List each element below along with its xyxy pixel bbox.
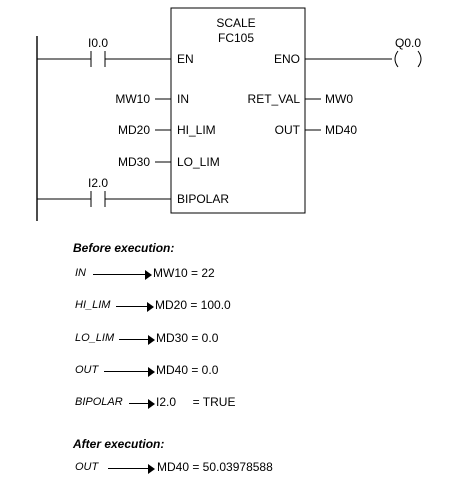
- operand-lo-lim: MD30: [118, 155, 150, 169]
- block-number: FC105: [218, 31, 254, 45]
- before-param-bipolar: BIPOLAR: [75, 396, 123, 408]
- pin-lo-lim: LO_LIM: [177, 155, 220, 169]
- coil-label: Q0.0: [395, 36, 421, 50]
- before-param-out: OUT: [75, 364, 99, 376]
- before-heading: Before execution:: [73, 241, 175, 255]
- arrow-icon: [104, 367, 155, 377]
- coil-right: [417, 50, 422, 68]
- after-param-out: OUT: [75, 461, 99, 473]
- arrow-icon: [93, 270, 152, 280]
- before-param-lo-lim: LO_LIM: [75, 332, 115, 344]
- after-value-out: MD40 = 50.03978588: [157, 460, 273, 474]
- operand-ret-val: MW0: [325, 92, 353, 106]
- arrow-icon: [108, 464, 155, 474]
- contact-bottom-label: I2.0: [88, 176, 108, 190]
- before-value-bipolar: I2.0 = TRUE: [156, 395, 236, 409]
- before-value-out: MD40 = 0.0: [156, 363, 219, 377]
- after-heading: After execution:: [73, 437, 165, 451]
- operand-out: MD40: [325, 123, 357, 137]
- operand-hi-lim: MD20: [118, 123, 150, 137]
- pin-out: OUT: [275, 123, 301, 137]
- arrow-icon: [119, 335, 155, 345]
- before-param-in: IN: [75, 267, 86, 279]
- scale-block[interactable]: [170, 7, 306, 214]
- pin-en: EN: [177, 52, 194, 66]
- pin-eno: ENO: [274, 52, 300, 66]
- pin-in: IN: [177, 92, 189, 106]
- arrow-icon: [129, 399, 155, 409]
- pin-hi-lim: HI_LIM: [177, 123, 216, 137]
- pin-bipolar: BIPOLAR: [177, 192, 229, 206]
- before-value-hi-lim: MD20 = 100.0: [155, 298, 231, 312]
- ladder-diagram: SCALE FC105 I0.0 Q0.0 EN ENO IN RET_VAL …: [36, 7, 422, 221]
- operand-in: MW10: [115, 92, 150, 106]
- contact-top-label: I0.0: [88, 36, 108, 50]
- before-value-in: MW10 = 22: [153, 266, 215, 280]
- coil-left: [394, 50, 399, 68]
- arrow-icon: [116, 302, 154, 312]
- before-param-hi-lim: HI_LIM: [75, 299, 111, 311]
- pin-ret-val: RET_VAL: [248, 92, 301, 106]
- block-title: SCALE: [216, 16, 255, 30]
- before-value-lo-lim: MD30 = 0.0: [156, 331, 219, 345]
